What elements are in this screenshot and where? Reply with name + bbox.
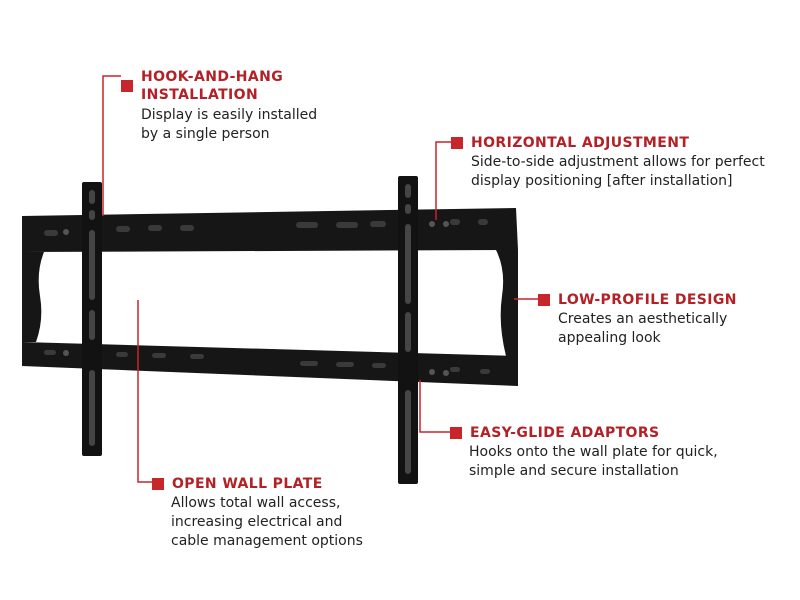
red-square-icon [152, 478, 164, 490]
leader-hook-and-hang [102, 75, 121, 216]
callout-title: HORIZONTAL ADJUSTMENT [471, 135, 690, 151]
leader-lines [102, 75, 538, 483]
callout-title: HOOK-AND-HANG INSTALLATION [141, 69, 284, 103]
red-square-icon [451, 137, 463, 149]
callout-hook-and-hang: HOOK-AND-HANG INSTALLATION Display is ea… [121, 68, 317, 144]
left-adaptor-arm [82, 182, 102, 456]
callout-horizontal-adjustment: HORIZONTAL ADJUSTMENT Side-to-side adjus… [451, 134, 765, 191]
callout-title: OPEN WALL PLATE [172, 476, 323, 492]
red-square-icon [538, 294, 550, 306]
leader-horizontal-adjustment [435, 141, 451, 220]
callout-description: Hooks onto the wall plate for quick, sim… [469, 444, 718, 479]
wall-plate [22, 208, 518, 386]
callout-title: EASY-GLIDE ADAPTORS [470, 425, 660, 441]
leader-open-wall-plate [137, 300, 152, 483]
red-square-icon [121, 80, 133, 92]
callout-easy-glide-adaptors: EASY-GLIDE ADAPTORS Hooks onto the wall … [450, 424, 718, 481]
callout-open-wall-plate: OPEN WALL PLATE Allows total wall access… [152, 475, 363, 551]
leader-easy-glide [419, 380, 450, 433]
callout-title: LOW-PROFILE DESIGN [558, 292, 737, 308]
callout-description: Creates an aesthetically appealing look [558, 311, 728, 346]
red-square-icon [450, 427, 462, 439]
callout-description: Side-to-side adjustment allows for perfe… [471, 154, 765, 189]
callout-description: Allows total wall access, increasing ele… [171, 495, 363, 549]
callout-low-profile-design: LOW-PROFILE DESIGN Creates an aesthetica… [538, 291, 737, 348]
right-adaptor-arm [398, 176, 418, 484]
callout-description: Display is easily installed by a single … [141, 107, 318, 142]
